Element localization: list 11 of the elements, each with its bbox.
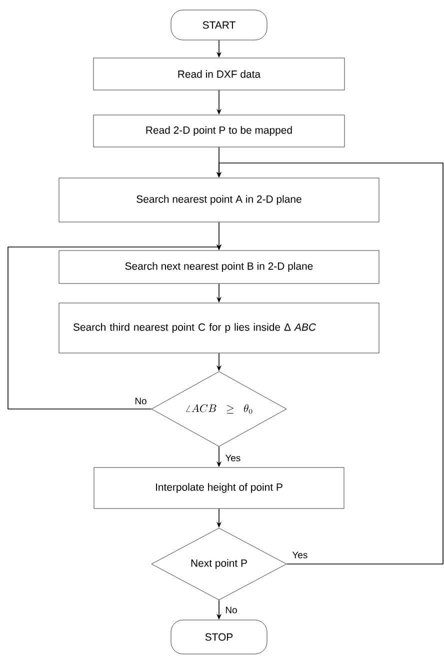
process-box: Interpolate height of point P (94, 467, 344, 509)
process-box: Search nearest point A in 2-D plane (58, 178, 380, 222)
process-box: Search third nearest point C for p lies inside Δ ABC (58, 302, 380, 354)
edge-label: Yes (224, 454, 242, 462)
process-box: Read in DXF data (93, 58, 345, 90)
process-box: Search next nearest point B in 2-D plane (58, 250, 380, 284)
edge-label: Yes (291, 550, 309, 560)
arrow (8, 244, 222, 410)
edge-label: No (224, 606, 238, 614)
edge-label: No (134, 396, 148, 406)
process-box: Read 2-D point P to be mapped (93, 114, 345, 148)
